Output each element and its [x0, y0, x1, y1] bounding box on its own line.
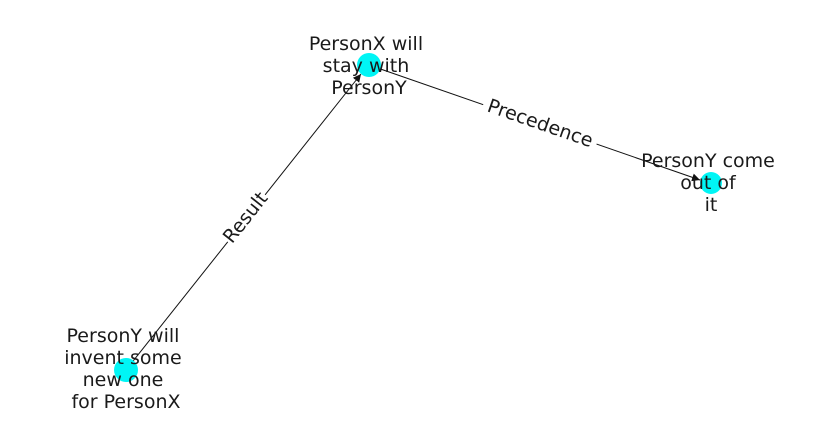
node-stay-with: PersonX will stay with PersonY [309, 33, 429, 99]
edge-precedence-label-bg [479, 91, 601, 155]
node-stay-with-label-line-2: stay with [323, 55, 410, 77]
node-stay-with-dot [357, 53, 381, 77]
node-come-out: PersonY come out of it [641, 150, 781, 216]
node-invent-label-line-4: for PersonX [71, 391, 180, 413]
node-invent: PersonY will invent some new one for Per… [64, 325, 188, 413]
node-invent-label-line-1: PersonY will [67, 325, 180, 347]
node-come-out-dot [700, 172, 722, 194]
node-invent-label: PersonY will invent some new one for Per… [64, 325, 188, 413]
node-invent-label-line-2: invent some [64, 347, 182, 369]
edge-result-label: Result [219, 188, 273, 248]
node-invent-dot [114, 358, 138, 382]
edge-result-label-bg [217, 186, 274, 249]
node-come-out-label: PersonY come out of it [641, 150, 781, 216]
node-stay-with-label-line-1: PersonX will [309, 33, 423, 55]
edge-precedence-label: Precedence [484, 95, 595, 152]
node-stay-with-label: PersonX will stay with PersonY [309, 33, 429, 99]
node-invent-label-line-3: new one [83, 369, 164, 391]
node-come-out-label-line-3: it [705, 194, 718, 216]
node-come-out-label-line-1: PersonY come [641, 150, 775, 172]
node-come-out-label-line-2: out of [680, 172, 737, 194]
node-stay-with-label-line-3: PersonY [331, 77, 407, 99]
